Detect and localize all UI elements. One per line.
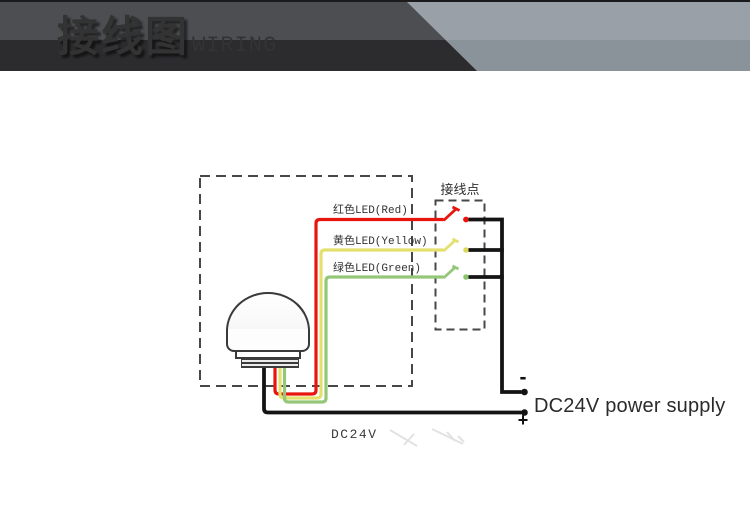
red-switch-blade: [442, 205, 461, 222]
lamp-threaded-mount: [241, 358, 299, 368]
yellow-terminal-dot: [463, 247, 469, 253]
page-title-chinese: 接线图: [57, 12, 190, 61]
negative-terminal-label: -: [519, 366, 527, 389]
positive-terminal-dot: [521, 409, 528, 416]
connection-point-label: 接线点: [440, 183, 480, 198]
yellow-wire: [278, 237, 469, 400]
negative-terminal-dot: [521, 388, 528, 396]
red-terminal-dot: [463, 216, 469, 223]
page-title-english: WIRING: [192, 33, 278, 58]
header-banner: [0, 0, 750, 71]
wire-label-red: 红色LED(Red): [333, 205, 408, 217]
wire-label-yellow: 黄色LED(Yellow): [333, 236, 428, 248]
dc24v-input-label: DC24V: [331, 427, 378, 442]
lamp-lens-body: [226, 329, 310, 352]
connection-point-dashed-box: [434, 199, 486, 331]
green-switch-blade: [442, 264, 460, 280]
header-top-line: [0, 0, 750, 2]
red-wire: [273, 205, 469, 396]
positive-terminal-label: +: [517, 410, 529, 430]
negative-bus-wire: [468, 217, 528, 396]
device-dashed-box: [199, 175, 413, 387]
green-terminal-dot: [463, 274, 469, 280]
green-wire: [282, 264, 469, 404]
power-supply-label: DC24V power supply: [534, 395, 726, 417]
positive-common-wire: [262, 366, 528, 416]
watermark: [389, 428, 465, 447]
yellow-switch-blade: [442, 237, 460, 253]
wire-label-green: 绿色LED(Green): [333, 263, 422, 275]
